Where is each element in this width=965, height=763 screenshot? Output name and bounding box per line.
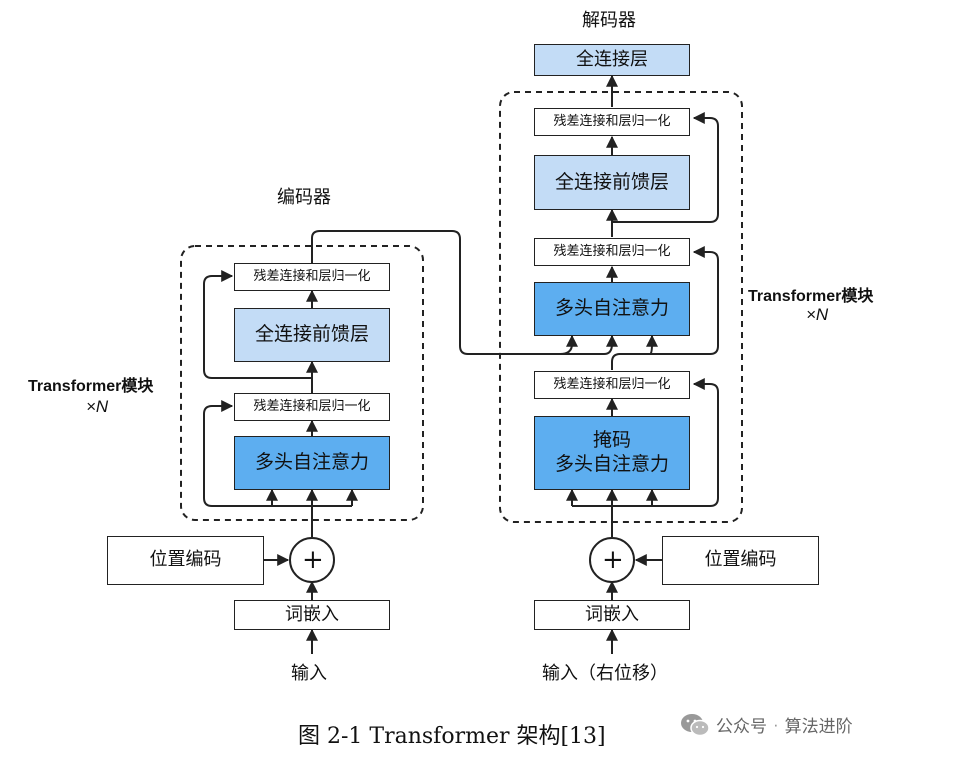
encoder-ffn: 全连接前馈层 [234,308,390,362]
encoder-embedding: 词嵌入 [234,600,390,630]
encoder-addnorm-top: 残差连接和层归一化 [234,263,390,291]
decoder-pos-encoding: 位置编码 [662,536,819,585]
decoder-embedding: 词嵌入 [534,600,690,630]
encoder-block-label: Transformer模块 [28,378,154,395]
encoder-input: 输入 [291,663,327,684]
watermark-text2: 算法进阶 [784,717,853,736]
encoder-block-frame [180,245,424,521]
decoder-output-fc: 全连接层 [534,44,690,76]
decoder-ffn: 全连接前馈层 [534,155,690,210]
wechat-icon [681,713,710,736]
encoder-addnorm-bottom: 残差连接和层归一化 [234,393,390,421]
decoder-block-repeat: ×N [806,305,829,324]
encoder-block-repeat: ×N [86,397,109,416]
watermark-separator: · [773,714,779,734]
decoder-masked-attention-line1: 掩码 [592,429,631,452]
decoder-masked-attention-line2: 多头自注意力 [554,453,669,475]
decoder-cross-attention: 多头自注意力 [534,282,690,336]
decoder-addnorm-3: 残差连接和层归一化 [534,371,690,399]
decoder-addnorm-2: 残差连接和层归一化 [534,238,690,266]
encoder-add-circle [289,537,335,583]
encoder-pos-encoding: 位置编码 [107,536,264,585]
decoder-block-label: Transformer模块 [748,288,874,305]
watermark: 公众号 · 算法进阶 [680,712,853,737]
encoder-plus-symbol: + [302,545,324,575]
encoder-attention: 多头自注意力 [234,436,390,490]
decoder-masked-attention: 掩码 多头自注意力 [534,416,690,490]
figure-caption: 图 2-1 Transformer 架构[13] [298,724,606,749]
decoder-plus-symbol: + [602,545,624,575]
watermark-text1: 公众号 [716,717,767,736]
decoder-addnorm-1: 残差连接和层归一化 [534,108,690,136]
decoder-add-circle [589,537,635,583]
decoder-input: 输入（右位移） [542,663,668,684]
decoder-title: 解码器 [582,10,636,31]
encoder-title: 编码器 [277,187,331,208]
